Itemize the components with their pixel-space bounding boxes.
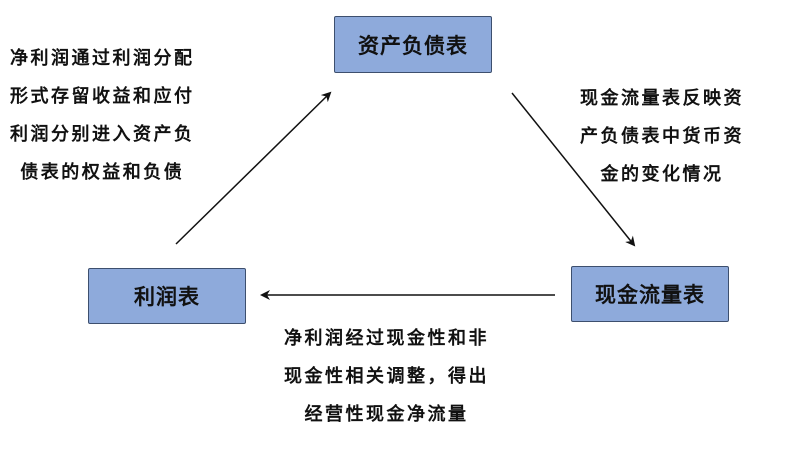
annotation-line: 经营性现金净流量 [304, 404, 469, 425]
annotation-line: 产负债表中货币资 [580, 126, 744, 147]
annotation-line: 形式存留收益和应付 [10, 86, 195, 107]
cash-flow-statement-node: 现金流量表 [571, 266, 729, 322]
annotation-line: 债表的权益和负债 [20, 162, 185, 183]
annotation-line: 现金流量表反映资 [580, 88, 744, 109]
balance-sheet-node: 资产负债表 [334, 16, 492, 73]
annotation-line: 净利润经过现金性和非 [284, 328, 489, 349]
income-to-balance-annotation: 净利润通过利润分配 形式存留收益和应付 利润分别进入资产负 债表的权益和负债 [10, 40, 195, 192]
annotation-line: 金的变化情况 [600, 164, 724, 185]
arrow-balance-to-cashflow [511, 92, 636, 247]
cashflow-to-income-annotation: 净利润经过现金性和非 现金性相关调整，得出 经营性现金净流量 [284, 320, 489, 434]
balance-to-cashflow-annotation: 现金流量表反映资 产负债表中货币资 金的变化情况 [580, 80, 744, 194]
annotation-line: 净利润通过利润分配 [10, 48, 195, 69]
annotation-line: 现金性相关调整，得出 [284, 366, 489, 387]
income-statement-node: 利润表 [88, 268, 246, 324]
annotation-line: 利润分别进入资产负 [10, 124, 195, 145]
arrow-income-to-balance [175, 91, 332, 245]
